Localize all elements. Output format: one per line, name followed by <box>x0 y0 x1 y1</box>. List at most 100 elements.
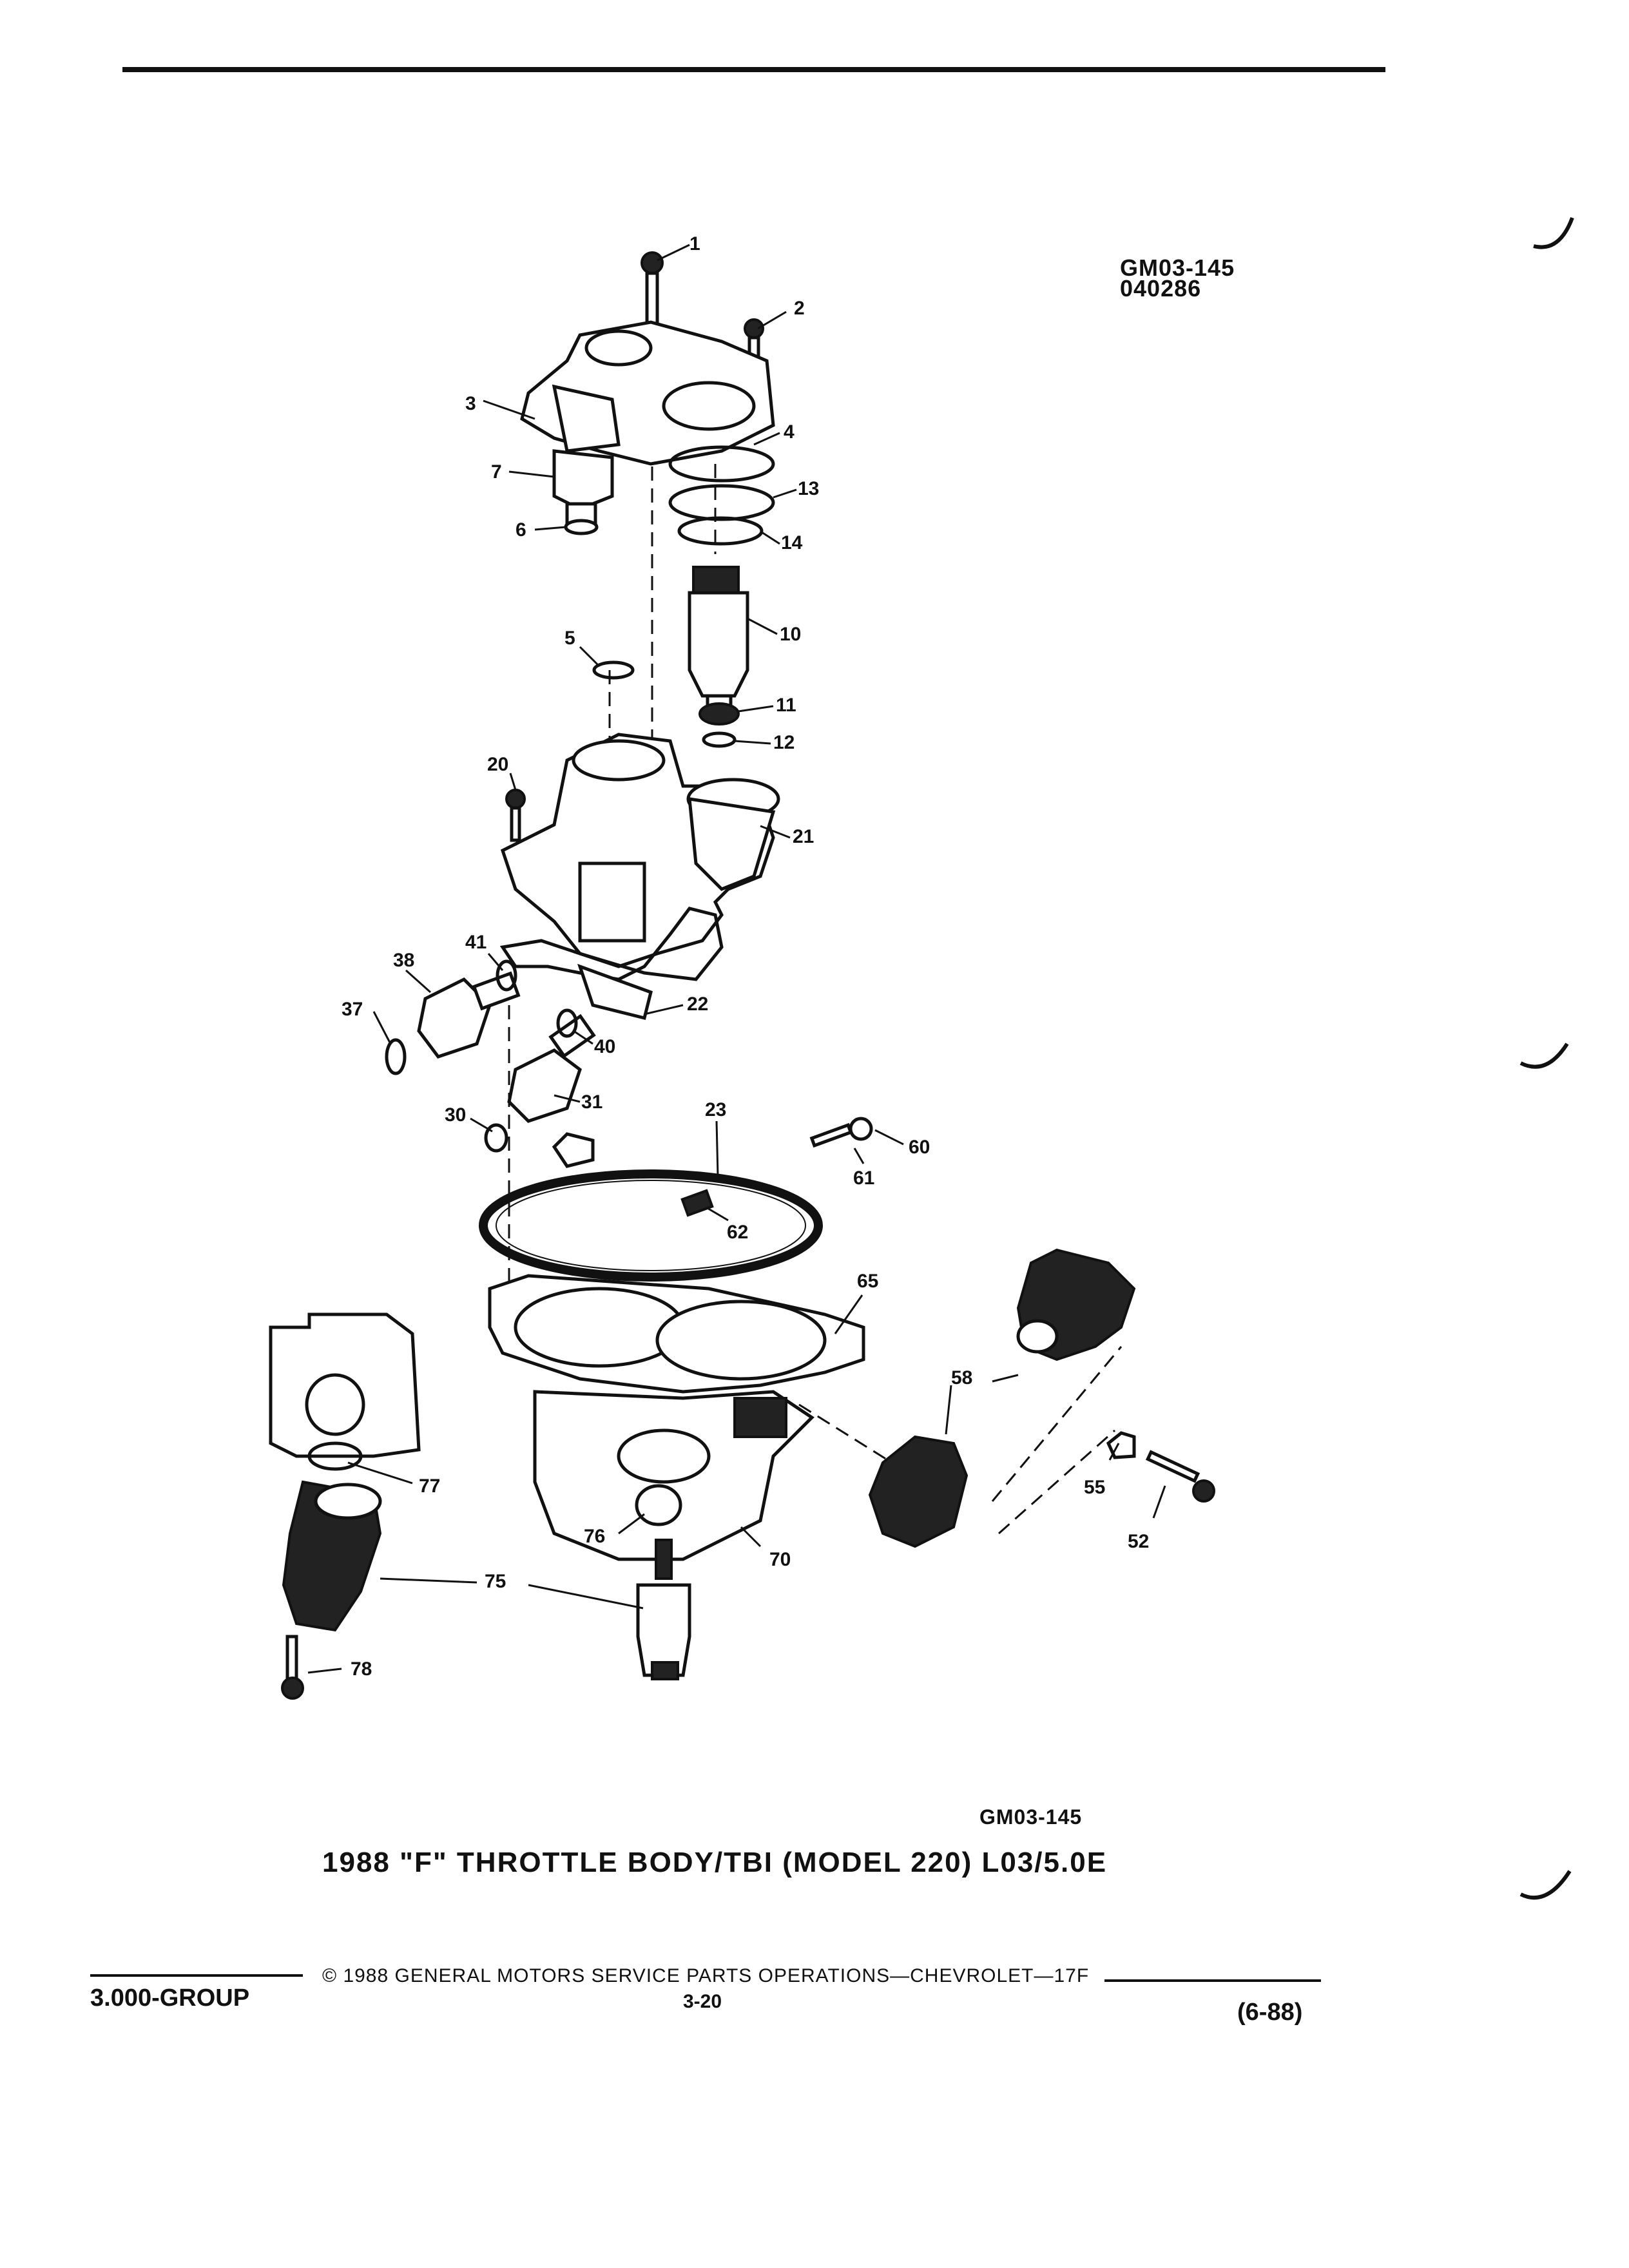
leader-13 <box>773 488 797 499</box>
footer-page-number: 3-20 <box>683 1991 722 2012</box>
callout-20: 20 <box>487 754 508 775</box>
callout-3: 3 <box>465 393 476 414</box>
bracket <box>552 1132 595 1168</box>
throttle-position-sensor-lower <box>868 1435 969 1548</box>
figure-date-code: 040286 <box>1120 275 1202 302</box>
leader-2 <box>757 311 787 330</box>
leader-76 <box>618 1513 645 1535</box>
figure-title: 1988 "F" THROTTLE BODY/TBI (MODEL 220) L… <box>322 1847 1108 1878</box>
leader-77 <box>347 1461 413 1485</box>
callout-65: 65 <box>857 1271 878 1292</box>
leader-62 <box>706 1206 729 1222</box>
callout-52: 52 <box>1128 1531 1149 1552</box>
leader-21 <box>760 825 791 839</box>
leader-31 <box>554 1094 581 1103</box>
callout-1: 1 <box>689 233 700 255</box>
throttle-position-sensor-part-58 <box>1016 1248 1136 1361</box>
callout-2: 2 <box>794 298 805 319</box>
top-rule <box>122 67 1385 72</box>
oring-part-41 <box>496 959 517 992</box>
callout-4: 4 <box>784 421 795 443</box>
throttle-body-part-65 <box>488 1274 865 1394</box>
footer-rule-right <box>1104 1979 1321 1982</box>
leader-78 <box>307 1667 342 1674</box>
callout-60: 60 <box>909 1137 930 1158</box>
leader-14 <box>761 531 780 545</box>
leader-12 <box>734 740 771 745</box>
callout-41: 41 <box>465 932 487 953</box>
callout-31: 31 <box>581 1091 602 1113</box>
oring-part-40 <box>556 1008 578 1038</box>
footer-copyright: © 1988 GENERAL MOTORS SERVICE PARTS OPER… <box>322 1965 1090 1986</box>
clip-part-5 <box>592 660 635 680</box>
screw-part-78 <box>281 1635 304 1700</box>
callout-37: 37 <box>342 999 363 1020</box>
callout-7: 7 <box>491 461 502 483</box>
leader-70 <box>740 1526 762 1548</box>
callout-21: 21 <box>793 826 814 847</box>
leader-7 <box>508 470 555 478</box>
gasket-part-13 <box>668 484 775 521</box>
leader-58b <box>945 1385 952 1435</box>
callout-13: 13 <box>798 478 819 499</box>
screw-part-61 <box>809 1122 853 1148</box>
callout-23: 23 <box>705 1099 726 1120</box>
leader-1 <box>657 244 690 262</box>
iac-valve-part-75 <box>282 1480 382 1632</box>
gasket-part-22 <box>499 907 724 1021</box>
callout-10: 10 <box>780 624 801 645</box>
leader-61 <box>853 1148 865 1164</box>
leader-23 <box>715 1120 719 1177</box>
flange-gasket-part-23 <box>479 1169 823 1282</box>
oring-part-12 <box>702 731 737 748</box>
fitting-part-38 <box>417 971 521 1059</box>
callout-6: 6 <box>516 519 526 541</box>
footer-rule-left <box>90 1974 303 1977</box>
filter-part-11 <box>699 702 740 726</box>
callout-76: 76 <box>584 1526 605 1547</box>
leader-55 <box>1108 1443 1120 1461</box>
callout-70: 70 <box>769 1549 791 1570</box>
callout-78: 78 <box>351 1658 372 1680</box>
footer-revision-date: (6-88) <box>1237 1999 1303 2026</box>
leader-75a <box>380 1577 477 1584</box>
callout-14: 14 <box>781 532 803 553</box>
callout-55: 55 <box>1084 1477 1105 1498</box>
injector-bore-part-21 <box>686 778 780 891</box>
leader-37 <box>372 1011 392 1044</box>
centerline-7 <box>998 1429 1115 1535</box>
callout-40: 40 <box>594 1036 615 1057</box>
leader-10 <box>747 617 778 635</box>
pressure-regulator-part-7 <box>552 449 614 525</box>
figure-code-bottom: GM03-145 <box>979 1805 1083 1829</box>
leader-58 <box>992 1374 1019 1383</box>
sensor-part-75 <box>636 1539 691 1680</box>
leader-41 <box>487 953 504 971</box>
leader-60 <box>874 1129 904 1146</box>
centerline-6 <box>991 1346 1123 1502</box>
callout-75: 75 <box>485 1571 506 1592</box>
fuel-meter-cover <box>520 320 775 466</box>
fuel-injector-part-10 <box>688 566 749 717</box>
callout-61: 61 <box>853 1168 874 1189</box>
callout-5: 5 <box>564 628 575 649</box>
callout-22: 22 <box>687 994 708 1015</box>
gasket-part-14 <box>677 516 764 546</box>
seal-part-6 <box>564 519 599 535</box>
callout-12: 12 <box>773 732 795 753</box>
callout-58: 58 <box>951 1367 972 1389</box>
figure-code: GM03-145 <box>1120 255 1235 281</box>
crop-mark-1 <box>1533 216 1574 249</box>
footer-group: 3.000-GROUP <box>90 1984 250 2012</box>
iac-housing-part-77 <box>269 1312 421 1471</box>
screw-part-52 <box>1145 1450 1215 1503</box>
spring-part-62 <box>680 1189 714 1217</box>
crop-mark-2 <box>1519 1043 1569 1069</box>
fitting-part-31 <box>507 1014 596 1123</box>
oring-part-76 <box>635 1484 682 1526</box>
oring-part-37 <box>385 1038 407 1075</box>
callout-77: 77 <box>419 1475 440 1497</box>
leader-30 <box>470 1117 493 1133</box>
